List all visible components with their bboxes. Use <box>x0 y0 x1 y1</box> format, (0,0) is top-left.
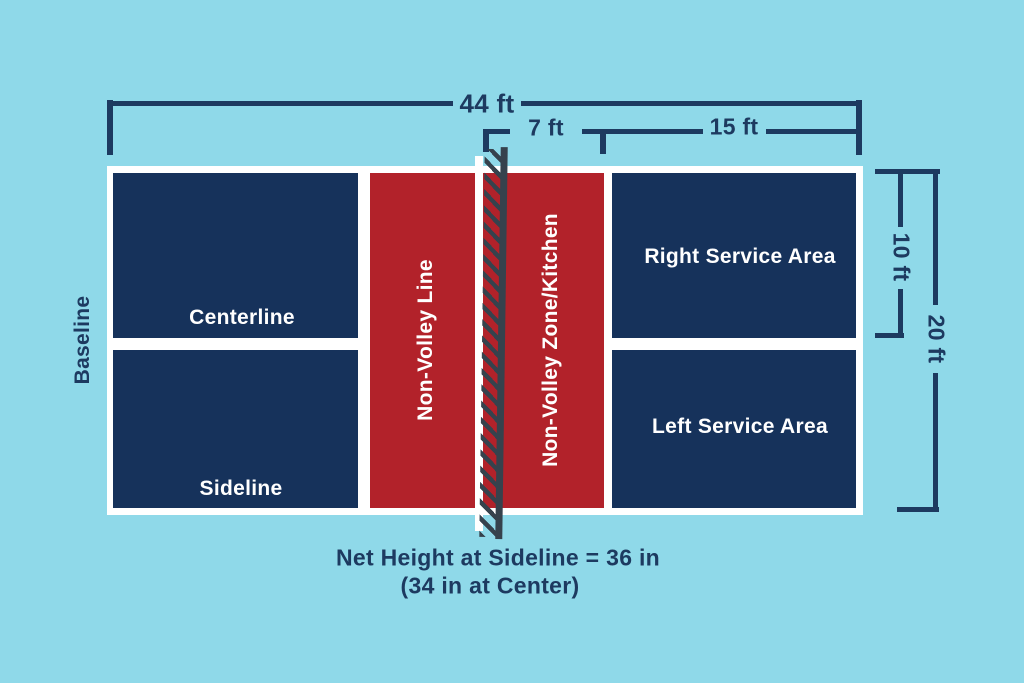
dim-15ft-line-right <box>766 129 858 134</box>
dim-10ft-line-top <box>898 169 903 227</box>
non-volley-zone-label: Non-Volley Zone/Kitchen <box>539 213 562 467</box>
dim-15ft-left-tick <box>600 129 606 154</box>
net-height-caption-line1: Net Height at Sideline = 36 in <box>335 544 661 571</box>
dim-20ft-label: 20 ft <box>923 314 950 364</box>
dim-44ft-line-right <box>521 101 858 106</box>
non-volley-line-label: Non-Volley Line <box>414 259 437 421</box>
zone-left-left-service <box>113 350 358 508</box>
zone-kitchen-left <box>370 173 475 508</box>
baseline-label: Baseline <box>71 295 94 385</box>
dim-44ft-line-left <box>107 101 453 106</box>
dim-7ft-label: 7 ft <box>528 114 564 141</box>
dim-7ft-corner-v <box>483 129 489 152</box>
dim-44ft-label: 44 ft <box>459 88 515 119</box>
dim-7ft-corner-h <box>483 129 510 134</box>
dim-44ft-left-tick <box>107 100 113 155</box>
left-service-area-label: Left Service Area <box>652 415 828 438</box>
dim-20ft-line-top <box>933 169 938 305</box>
zone-left-right-service <box>113 173 358 338</box>
dim-right-top-cap <box>875 169 940 174</box>
dim-15ft-line-left <box>582 129 703 134</box>
right-service-area-label: Right Service Area <box>644 245 836 268</box>
net-height-caption-line2: (34 in at Center) <box>400 572 580 599</box>
dim-44ft-right-tick <box>856 100 862 155</box>
sideline-label: Sideline <box>199 477 283 500</box>
dim-15ft-label: 15 ft <box>709 113 759 140</box>
dim-20ft-line-bottom <box>933 373 938 510</box>
dim-10ft-label: 10 ft <box>888 232 915 282</box>
centerline-label: Centerline <box>189 306 295 329</box>
dim-20ft-bottom-cap <box>897 507 939 512</box>
zone-left-service-area <box>612 350 856 508</box>
zone-right-service-area <box>612 173 856 338</box>
dim-10ft-line-bottom <box>898 289 903 333</box>
dim-10ft-bottom-cap <box>875 333 904 338</box>
net-center-line <box>475 156 483 531</box>
